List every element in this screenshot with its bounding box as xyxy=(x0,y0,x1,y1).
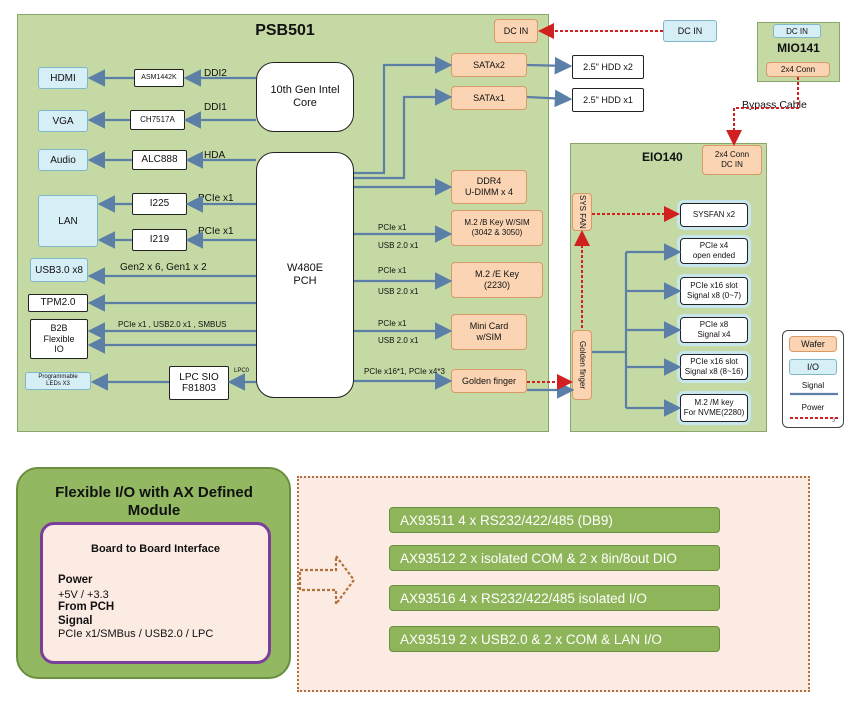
vga-port: VGA xyxy=(38,110,88,132)
pcie-x1-i225-label: PCIe x1 xyxy=(198,193,234,204)
audio-port: Audio xyxy=(38,149,88,171)
module-ax93516: AX93516 4 x RS232/422/485 isolated I/O xyxy=(389,585,720,611)
lpc-sio-chip: LPC SIO F81803 xyxy=(169,366,229,400)
hdd-x1: 2.5" HDD x1 xyxy=(572,88,644,112)
eio140-title: EIO140 xyxy=(642,150,683,164)
legend-page-number: 3 xyxy=(832,418,836,424)
m2-e-key-slot: M.2 /E Key (2230) xyxy=(451,262,543,298)
b2b-bus-label: PCIe x1 , USB2.0 x1 , SMBUS xyxy=(118,320,227,329)
ch7517a-chip: CH7517A xyxy=(130,110,185,130)
signal-heading: Signal xyxy=(58,615,93,627)
m2-e-key-label: M.2 /E Key (2230) xyxy=(474,269,519,290)
m2-b-key-label: M.2 /B Key W/SIM (3042 & 3050) xyxy=(464,218,530,237)
golden-finger-link-label: PCIe x16*1, PCIe x4*3 xyxy=(364,367,445,376)
eio-slot-2: PCIe x16 slot Signal x8 (0~7) xyxy=(680,277,748,305)
tpm-chip: TPM2.0 xyxy=(28,294,88,312)
ddi2-label: DDI2 xyxy=(204,68,227,79)
satax1-connector: SATAx1 xyxy=(451,86,527,110)
hda-label: HDA xyxy=(204,150,226,161)
eio-slot-3: PCIe x8 Signal x4 xyxy=(680,317,748,343)
sysfan-connector: SYS FAN xyxy=(572,193,592,231)
hdmi-port: HDMI xyxy=(38,67,88,89)
signal-value: PCIe x1/SMBus / USB2.0 / LPC xyxy=(58,628,214,640)
eio-slot-4: PCIe x16 slot Signal x8 (8~16) xyxy=(680,354,748,380)
flex-io-title: Flexible I/O with AX Defined Module xyxy=(30,484,278,520)
legend-io: I/O xyxy=(789,359,837,375)
eio-slot-1: PCIe x4 open ended xyxy=(680,238,748,264)
b2b-flexible-io: B2B Flexible IO xyxy=(30,319,88,359)
m2-b-key-slot: M.2 /B Key W/SIM (3042 & 3050) xyxy=(451,210,543,246)
usb-ports: USB3.0 x8 xyxy=(30,258,88,282)
legend-signal-label: Signal xyxy=(801,381,825,390)
mio141-title: MIO141 xyxy=(777,41,820,55)
sysfan-x2: SYSFAN x2 xyxy=(680,203,748,227)
ddr4-label: DDR4 U-DIMM x 4 xyxy=(465,176,513,197)
pch-label: W480E PCH xyxy=(286,262,324,287)
i225-chip: I225 xyxy=(132,193,187,215)
eio140-conn-label: 2x4 Conn DC IN xyxy=(714,150,750,169)
mini-card-slot: Mini Card w/SIM xyxy=(451,314,527,350)
eio-slot-5: M.2 /M key For NVME(2280) xyxy=(680,394,748,422)
ddi1-label: DDI1 xyxy=(204,102,227,113)
b2b-flexible-io-label: B2B Flexible IO xyxy=(43,323,75,355)
b2b-interface-box xyxy=(40,522,271,664)
flex-io-title-text: Flexible I/O with AX Defined Module xyxy=(55,484,253,519)
legend-wafer: Wafer xyxy=(789,336,837,352)
golden-finger-vertical-label: Golden finger xyxy=(577,340,587,390)
cpu-label: 10th Gen Intel Core xyxy=(270,84,340,109)
m2e-pcie-label: PCIe x1 xyxy=(378,266,407,275)
mini-pcie-label: PCIe x1 xyxy=(378,319,407,328)
power-value: +5V / +3.3 xyxy=(58,589,109,601)
m2e-usb-label: USB 2.0 x1 xyxy=(378,287,419,296)
alc888-chip: ALC888 xyxy=(132,150,187,170)
lan-port: LAN xyxy=(38,195,98,247)
psb501-title: PSB501 xyxy=(255,22,315,39)
pch-block: W480E PCH xyxy=(256,152,354,398)
lpc-sio-label: LPC SIO F81803 xyxy=(179,371,219,395)
asm1442k-chip: ASM1442K xyxy=(134,69,184,87)
psb501-dc-in: DC IN xyxy=(494,19,538,43)
sysfan-vertical-label: SYS FAN xyxy=(577,195,587,229)
programmable-leds-label: Programmable LEDs X3 xyxy=(38,374,78,387)
bypass-cable-label: Bypass Cable xyxy=(742,99,807,111)
golden-finger-psb: Golden finger xyxy=(451,369,527,393)
pcie-x1-i219-label: PCIe x1 xyxy=(198,226,234,237)
mio141-dc-in: DC IN xyxy=(773,24,821,38)
mio141-conn: 2x4 Conn xyxy=(766,62,830,77)
from-pch-heading: From PCH xyxy=(58,601,115,613)
ddr4-slot: DDR4 U-DIMM x 4 xyxy=(451,170,527,204)
legend-power-label: Power xyxy=(801,403,825,412)
lpc0-label: LPC0 xyxy=(234,368,250,374)
power-heading: Power xyxy=(58,574,93,586)
mini-usb-label: USB 2.0 x1 xyxy=(378,336,419,345)
golden-finger-eio: Golden finger xyxy=(572,330,592,400)
usb-gen-label: Gen2 x 6, Gen1 x 2 xyxy=(120,262,207,273)
satax2-connector: SATAx2 xyxy=(451,53,527,77)
mini-card-label: Mini Card w/SIM xyxy=(469,321,509,342)
i219-chip: I219 xyxy=(132,229,187,251)
cpu-block: 10th Gen Intel Core xyxy=(256,62,354,132)
eio140-conn: 2x4 Conn DC IN xyxy=(702,145,762,175)
m2b-usb-label: USB 2.0 x1 xyxy=(378,241,419,250)
programmable-leds: Programmable LEDs X3 xyxy=(25,372,91,390)
module-ax93519: AX93519 2 x USB2.0 & 2 x COM & LAN I/O xyxy=(389,626,720,652)
b2b-interface-title: Board to Board Interface xyxy=(91,543,220,555)
hdd-x2: 2.5" HDD x2 xyxy=(572,55,644,79)
module-ax93512: AX93512 2 x isolated COM & 2 x 8in/8out … xyxy=(389,545,720,571)
module-ax93511: AX93511 4 x RS232/422/485 (DB9) xyxy=(389,507,720,533)
external-dc-in: DC IN xyxy=(663,20,717,42)
m2b-pcie-label: PCIe x1 xyxy=(378,223,407,232)
